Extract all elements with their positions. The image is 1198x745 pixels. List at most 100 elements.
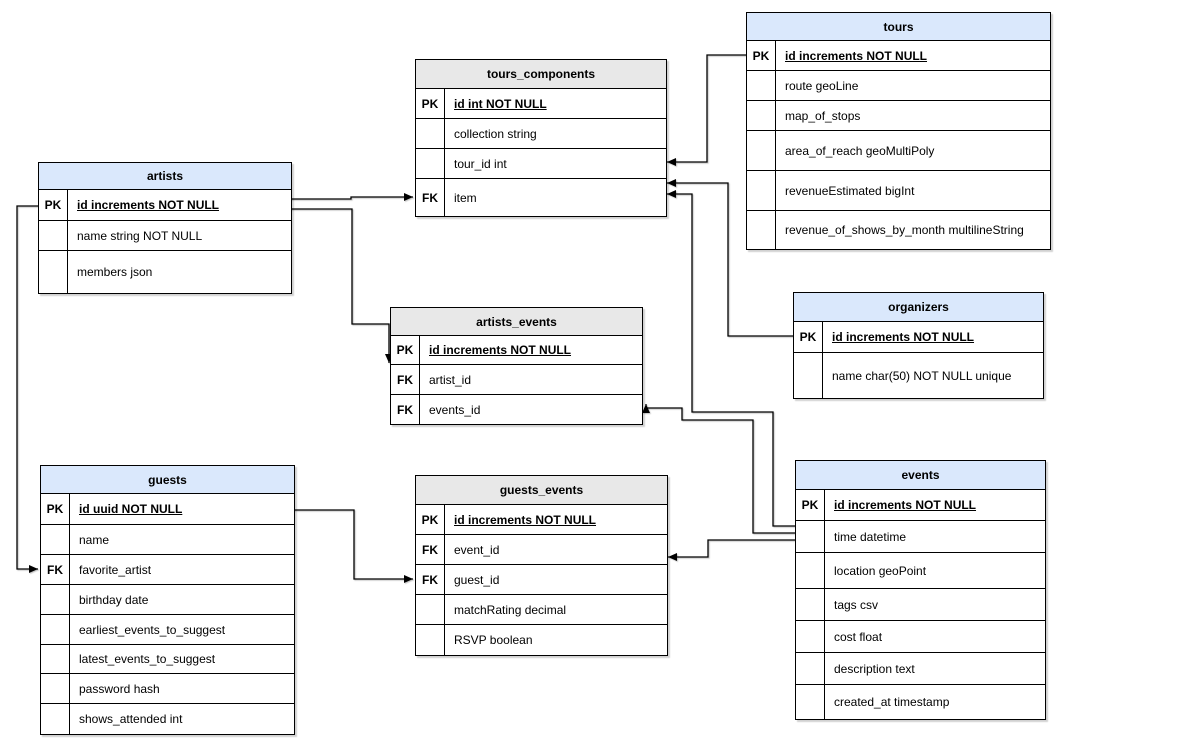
table-row[interactable]: area_of_reach geoMultiPoly [747, 131, 1050, 171]
connector-events-to-guests-events-event-id[interactable] [668, 539, 795, 561]
key-badge: PK [794, 322, 823, 352]
key-badge [747, 71, 776, 100]
table-row[interactable]: tour_id int [416, 149, 666, 179]
table-row[interactable]: password hash [41, 674, 294, 704]
key-badge [796, 653, 825, 684]
table-row[interactable]: collection string [416, 119, 666, 149]
key-badge: FK [416, 179, 445, 216]
key-badge [41, 525, 70, 554]
table-row[interactable]: shows_attended int [41, 704, 294, 734]
connector-guests-to-guests-events-guest-id[interactable] [293, 509, 413, 583]
connector-events-to-tours-components-item[interactable] [667, 190, 795, 527]
table-row[interactable]: FK guest_id [416, 565, 667, 595]
key-badge: FK [416, 565, 445, 594]
table-row[interactable]: name char(50) NOT NULL unique [794, 353, 1043, 398]
table-row[interactable]: tags csv [796, 589, 1045, 621]
table-title-text: events [901, 468, 940, 482]
field-text: time datetime [834, 529, 907, 544]
field-text: id increments NOT NULL [834, 498, 977, 512]
key-badge: PK [391, 336, 420, 364]
table-row[interactable]: RSVP boolean [416, 625, 667, 655]
key-badge [416, 625, 445, 655]
key-badge [416, 149, 445, 178]
field-text: earliest_events_to_suggest [79, 622, 226, 637]
key-badge [41, 704, 70, 734]
table-row[interactable]: PK id increments NOT NULL [391, 336, 642, 365]
field-text: tags csv [834, 597, 879, 612]
table-row[interactable]: revenue_of_shows_by_month multilineStrin… [747, 211, 1050, 249]
key-badge [796, 521, 825, 552]
table-row[interactable]: cost float [796, 621, 1045, 653]
table-title-text: tours [883, 19, 914, 34]
key-badge: FK [391, 365, 420, 394]
table-row[interactable]: members json [39, 251, 291, 293]
table-row[interactable]: name string NOT NULL [39, 221, 291, 251]
table-title-text: guests [148, 472, 187, 487]
table-row[interactable]: location geoPoint [796, 553, 1045, 589]
key-badge [41, 674, 70, 703]
connector-artists-to-guests-favorite-artist[interactable] [16, 205, 38, 573]
field-text: id increments NOT NULL [429, 343, 572, 357]
key-badge [796, 553, 825, 588]
key-badge [747, 101, 776, 130]
connector-tours-to-tours-components-tour-id[interactable] [667, 54, 746, 166]
table-row[interactable]: matchRating decimal [416, 595, 667, 625]
table-row[interactable]: created_at timestamp [796, 685, 1045, 719]
connector-organizers-to-tours-components-item[interactable] [667, 179, 793, 337]
key-badge [796, 685, 825, 719]
table-row[interactable]: description text [796, 653, 1045, 685]
table-row[interactable]: route geoLine [747, 71, 1050, 101]
table-row[interactable]: earliest_events_to_suggest [41, 615, 294, 645]
field-text: name string NOT NULL [77, 228, 203, 243]
field-text: shows_attended int [79, 712, 183, 726]
field-text: guest_id [454, 572, 500, 587]
key-badge: PK [41, 494, 70, 524]
field-text: event_id [454, 542, 500, 557]
key-badge [416, 595, 445, 624]
key-badge [39, 251, 68, 293]
field-text: route geoLine [785, 78, 859, 93]
field-text: cost float [834, 629, 883, 644]
table-row[interactable]: time datetime [796, 521, 1045, 553]
connector-events-to-artists-events-events-id[interactable] [642, 404, 795, 534]
key-badge [796, 621, 825, 652]
key-badge [416, 119, 445, 148]
field-text: created_at timestamp [834, 695, 950, 709]
key-badge: FK [41, 555, 70, 584]
table-row[interactable]: name [41, 525, 294, 555]
table-row[interactable]: latest_events_to_suggest [41, 645, 294, 674]
key-badge [41, 645, 70, 673]
table-title: tours_components [416, 60, 666, 89]
field-text: collection string [454, 126, 537, 141]
field-text: location geoPoint [834, 563, 927, 578]
table-row[interactable]: birthday date [41, 585, 294, 615]
key-badge [796, 589, 825, 620]
connector-artists-to-tours-components-item[interactable] [290, 193, 413, 201]
table-row[interactable]: revenueEstimated bigInt [747, 171, 1050, 211]
field-text: birthday date [79, 592, 149, 607]
key-badge [747, 131, 776, 170]
connector-artists-to-artists-events-artist-id[interactable] [290, 208, 393, 363]
table-row[interactable]: map_of_stops [747, 101, 1050, 131]
